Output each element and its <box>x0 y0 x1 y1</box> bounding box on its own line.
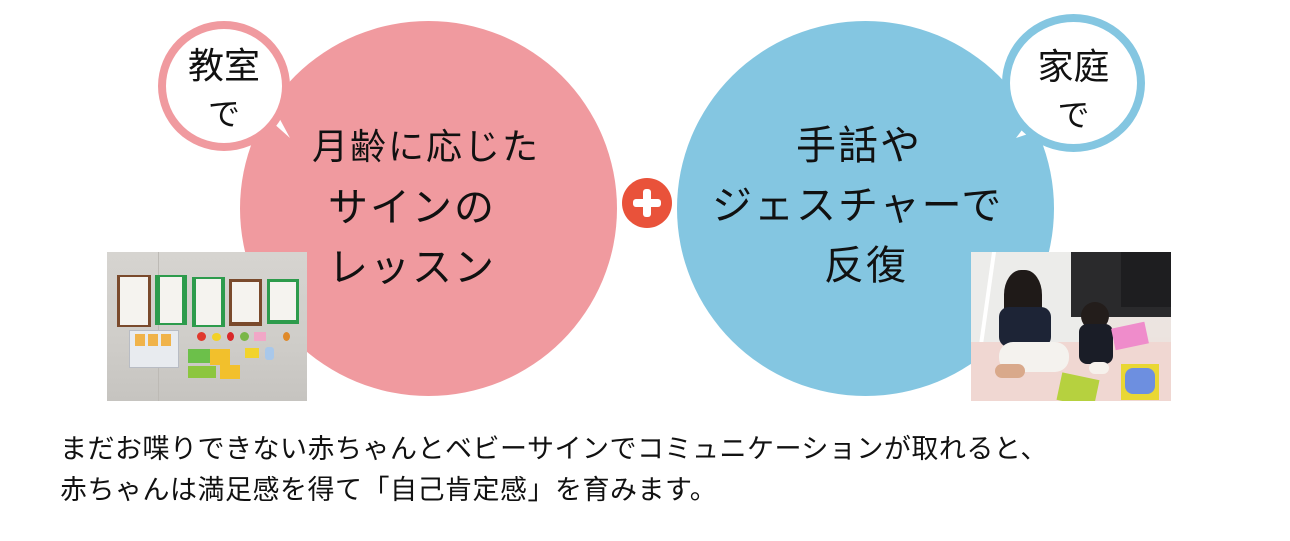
home-label-de: で <box>1057 96 1090 134</box>
caption-line-1: まだお喋りできない赤ちゃんとベビーサインでコミュニケーションが取れると、 <box>60 434 1048 465</box>
home-line-2: ジェスチャーで <box>712 183 1004 229</box>
classroom-speech-bubble: 教室 で <box>158 21 290 151</box>
home-speech-bubble: 家庭 で <box>1002 14 1145 152</box>
home-label: 家庭 <box>1037 47 1110 88</box>
classroom-label: 教室 <box>187 46 260 87</box>
classroom-label-de: で <box>207 95 240 133</box>
classroom-photo <box>107 252 307 401</box>
plus-icon <box>622 178 672 228</box>
classroom-line-2: サインの <box>328 185 496 231</box>
home-line-3: 反復 <box>824 243 908 289</box>
classroom-line-3: レッスン <box>328 245 496 291</box>
home-photo <box>971 252 1171 401</box>
caption-line-2: 赤ちゃんは満足感を得て「自己肯定感」を育みます。 <box>60 475 718 506</box>
home-line-1: 手話や <box>796 123 922 169</box>
classroom-line-1: 月齢に応じた <box>312 127 541 168</box>
